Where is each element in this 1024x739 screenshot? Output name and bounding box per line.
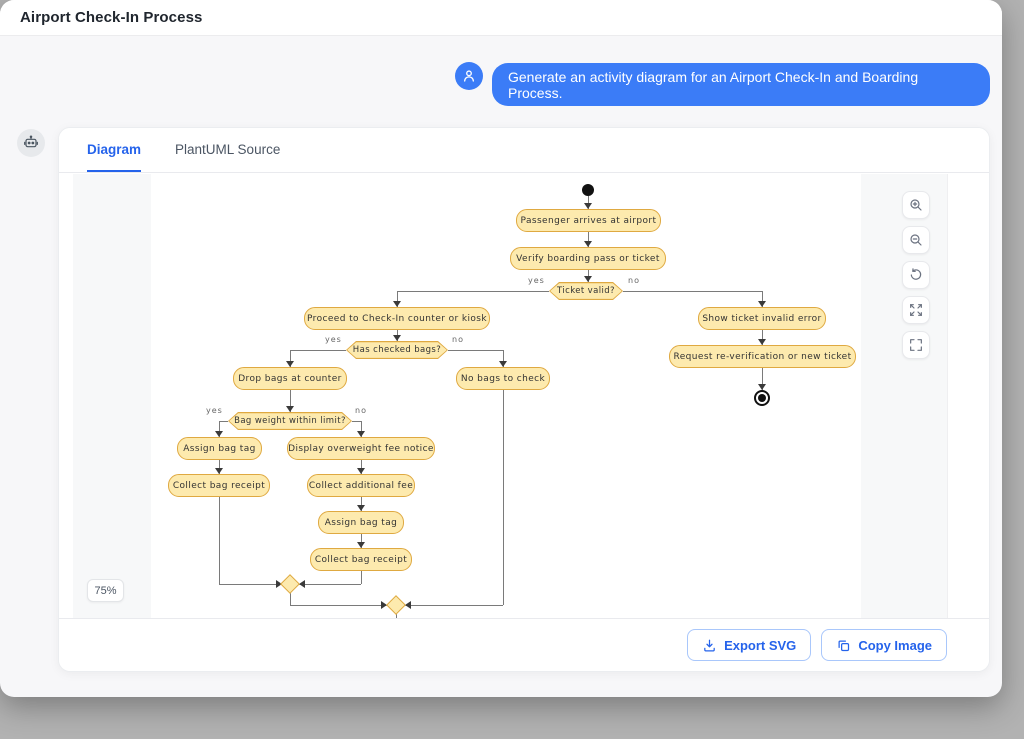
node-label: No bags to check [461, 374, 545, 384]
edge-segment [290, 350, 346, 351]
edge-label-yes: yes [206, 406, 223, 415]
page-title: Airport Check-In Process [20, 9, 202, 26]
node-drop-bags: Drop bags at counter [233, 367, 347, 390]
node-label: Display overweight fee notice [288, 444, 434, 454]
node-end [754, 390, 770, 406]
node-label: Assign bag tag [183, 444, 255, 454]
node-label: Has checked bags? [353, 345, 441, 355]
edge-segment [397, 291, 549, 292]
node-has-bags: Has checked bags? [346, 341, 448, 359]
edge-label-yes: yes [528, 276, 545, 285]
edge-label-no: no [452, 335, 464, 344]
user-icon [461, 68, 477, 84]
zoom-level-badge: 75% [87, 579, 124, 602]
fullscreen-button[interactable] [902, 331, 930, 359]
edge-arrowhead [286, 406, 294, 412]
node-proceed: Proceed to Check-In counter or kiosk [304, 307, 490, 330]
edge-segment [219, 421, 228, 422]
zoom-out-button[interactable] [902, 226, 930, 254]
node-arrive: Passenger arrives at airport [516, 209, 661, 232]
tab-bar: Diagram PlantUML Source [59, 128, 989, 173]
edge-segment [219, 584, 282, 585]
edge-segment [623, 291, 762, 292]
node-ticket-valid: Ticket valid? [549, 282, 623, 300]
fullscreen-icon [908, 337, 924, 353]
node-label: Assign bag tag [325, 518, 397, 528]
edge-segment [299, 584, 361, 585]
node-label: Bag weight within limit? [234, 416, 346, 426]
chat-user-message: Generate an activity diagram for an Airp… [492, 63, 990, 106]
reset-view-button[interactable] [902, 261, 930, 289]
node-bag-weight: Bag weight within limit? [228, 412, 352, 430]
user-avatar [455, 62, 483, 90]
edge-segment [503, 390, 504, 605]
edge-segment [361, 571, 362, 584]
titlebar: Airport Check-In Process [0, 0, 1002, 36]
node-label: Collect additional fee [309, 481, 413, 491]
node-reverify: Request re-verification or new ticket [669, 345, 856, 368]
edge-segment [405, 605, 503, 606]
node-no-bags: No bags to check [456, 367, 550, 390]
edge-arrowhead [393, 335, 401, 341]
edge-arrowhead [584, 276, 592, 282]
node-verify: Verify boarding pass or ticket [510, 247, 666, 270]
edge-label-no: no [628, 276, 640, 285]
zoom-in-icon [908, 197, 924, 213]
node-receipt-2: Collect bag receipt [310, 548, 412, 571]
expand-button[interactable] [902, 296, 930, 324]
node-label: Request re-verification or new ticket [673, 352, 851, 362]
node-assign-tag-2: Assign bag tag [318, 511, 404, 534]
node-assign-tag-1: Assign bag tag [177, 437, 262, 460]
diagram-canvas[interactable]: 75% Passenger arrives at airportVerify b… [73, 174, 948, 619]
diagram-panel: Diagram PlantUML Source [58, 127, 990, 672]
edge-label-yes: yes [325, 335, 342, 344]
node-label: Proceed to Check-In counter or kiosk [307, 314, 487, 324]
copy-image-button[interactable]: Copy Image [821, 629, 947, 661]
node-label: Drop bags at counter [238, 374, 342, 384]
export-svg-button[interactable]: Export SVG [687, 629, 811, 661]
node-label: Collect bag receipt [315, 555, 407, 565]
node-receipt-1: Collect bag receipt [168, 474, 270, 497]
edge-label-no: no [355, 406, 367, 415]
node-label: Passenger arrives at airport [521, 216, 657, 226]
node-label: Verify boarding pass or ticket [516, 254, 660, 264]
robot-icon [23, 135, 39, 151]
node-invalid-error: Show ticket invalid error [698, 307, 826, 330]
tab-diagram[interactable]: Diagram [87, 128, 141, 172]
app-window: Airport Check-In Process Generate an act… [0, 0, 1002, 697]
copy-image-label: Copy Image [858, 638, 932, 653]
tab-plantuml-source[interactable]: PlantUML Source [175, 128, 280, 172]
panel-footer: Export SVG Copy Image [59, 618, 989, 671]
edge-segment [219, 497, 220, 584]
zoom-controls [902, 191, 930, 359]
node-label: Collect bag receipt [173, 481, 265, 491]
export-svg-label: Export SVG [724, 638, 796, 653]
node-start [582, 184, 594, 196]
zoom-in-button[interactable] [902, 191, 930, 219]
download-icon [702, 638, 717, 653]
zoom-out-icon [908, 232, 924, 248]
expand-icon [908, 302, 924, 318]
node-overweight-notice: Display overweight fee notice [287, 437, 435, 460]
node-label: Ticket valid? [557, 286, 615, 296]
node-label: Show ticket invalid error [702, 314, 821, 324]
edge-segment [448, 350, 503, 351]
copy-icon [836, 638, 851, 653]
reset-icon [908, 267, 924, 283]
bot-avatar [17, 129, 45, 157]
node-additional-fee: Collect additional fee [307, 474, 415, 497]
edge-segment [290, 605, 387, 606]
